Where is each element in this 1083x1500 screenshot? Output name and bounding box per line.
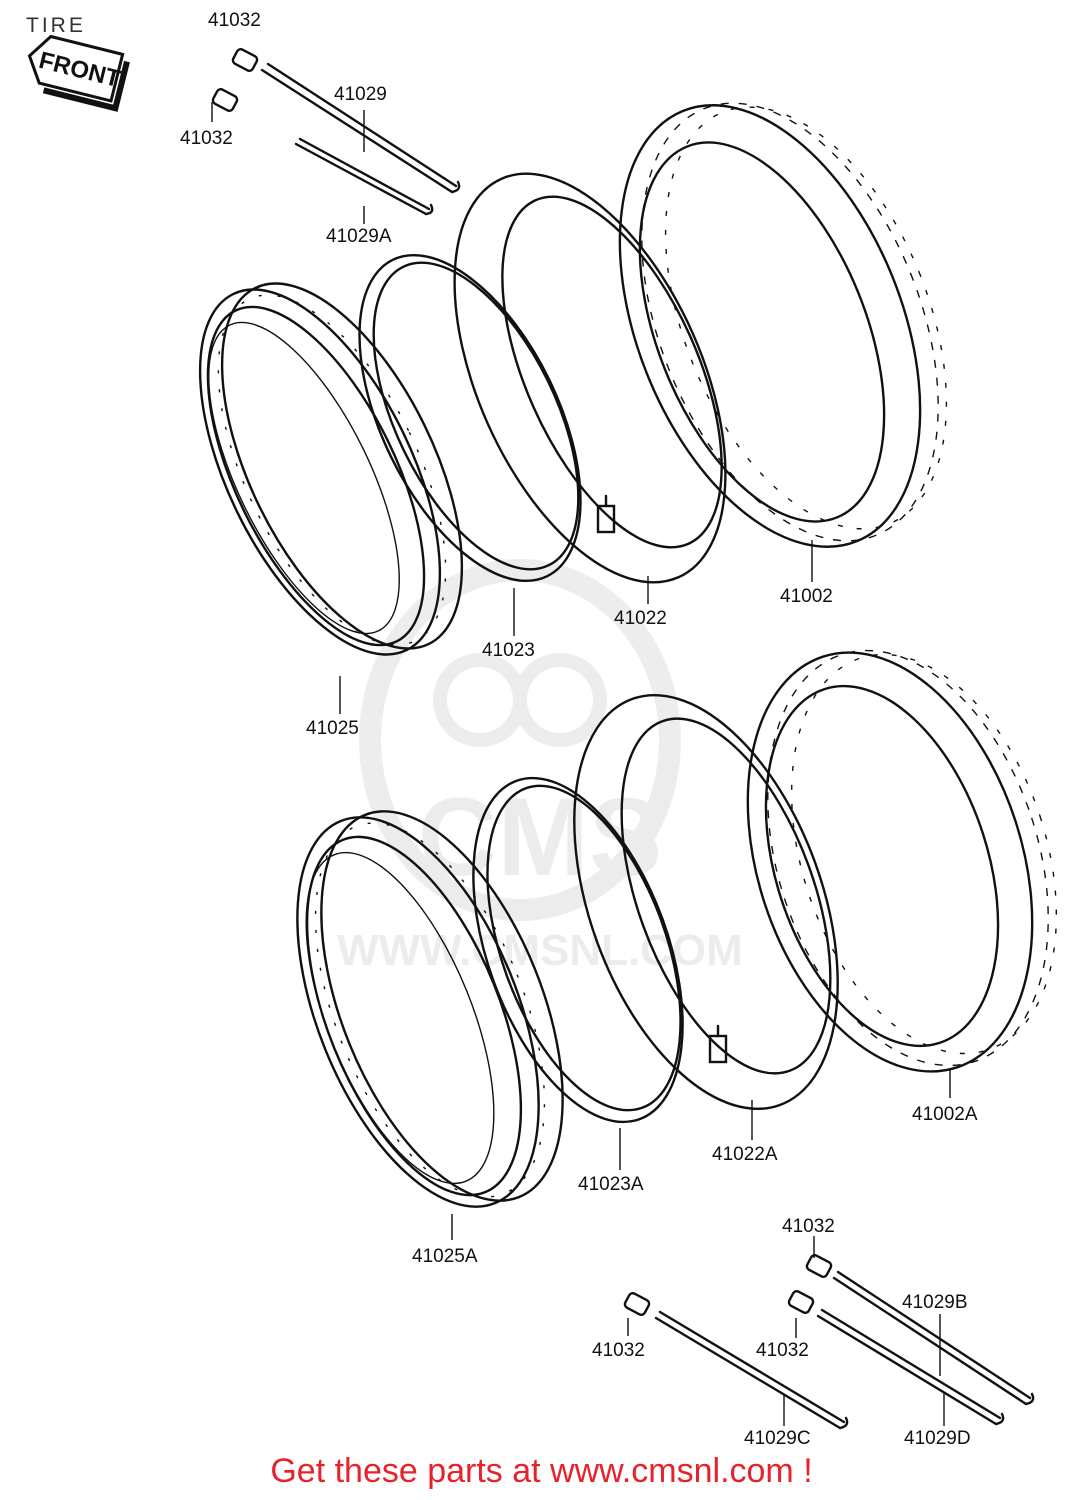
label-41029C: 41029C <box>744 1428 811 1449</box>
page-title: TIRE <box>26 14 86 37</box>
label-41032-top: 41032 <box>208 10 261 31</box>
nipple-41032-br1 <box>805 1253 833 1279</box>
spoke-41029A <box>294 137 434 216</box>
promo-link[interactable]: Get these parts at www.cmsnl.com ! <box>270 1452 813 1490</box>
label-41029A: 41029A <box>326 226 392 247</box>
rim-band-41023 <box>358 253 582 583</box>
spoke-41029 <box>260 62 461 194</box>
nipple-41032-br3 <box>787 1289 815 1315</box>
tire-41002 <box>618 102 948 548</box>
label-41023A: 41023A <box>578 1174 644 1195</box>
nipple-41032-br2 <box>623 1291 651 1317</box>
spoke-41029B <box>832 1270 1035 1406</box>
svg-text:CMS: CMS <box>418 776 662 899</box>
nipple-41032-top2 <box>211 87 239 122</box>
rim-band-41023A <box>472 776 684 1124</box>
inner-tube-41022A <box>573 693 839 1111</box>
label-41002: 41002 <box>780 586 833 607</box>
label-41032-br2: 41032 <box>592 1340 645 1361</box>
watermark-text: WWW.CMSNL.COM <box>337 926 743 975</box>
spoke-41029D <box>816 1308 1005 1426</box>
tire-41002A <box>746 649 1058 1073</box>
label-41029: 41029 <box>334 84 387 105</box>
nipple-41032-top <box>231 47 259 73</box>
label-41002A: 41002A <box>912 1104 978 1125</box>
rim-41025 <box>198 282 464 656</box>
label-41022A: 41022A <box>712 1144 778 1165</box>
front-arrow-badge: FRONT <box>27 34 130 112</box>
inner-tube-41022 <box>453 172 727 584</box>
label-41025A: 41025A <box>412 1246 478 1267</box>
label-41032-br1: 41032 <box>782 1216 835 1237</box>
label-41029B: 41029B <box>902 1292 968 1313</box>
label-41023: 41023 <box>482 640 535 661</box>
spoke-41029C <box>654 1310 849 1430</box>
label-41032-top2: 41032 <box>180 128 233 149</box>
label-41032-br3: 41032 <box>756 1340 809 1361</box>
label-41029D: 41029D <box>904 1428 971 1449</box>
watermark-logo: CMS WWW.CMSNL.COM <box>337 559 743 975</box>
label-41022: 41022 <box>614 608 667 629</box>
label-41025: 41025 <box>306 718 359 739</box>
